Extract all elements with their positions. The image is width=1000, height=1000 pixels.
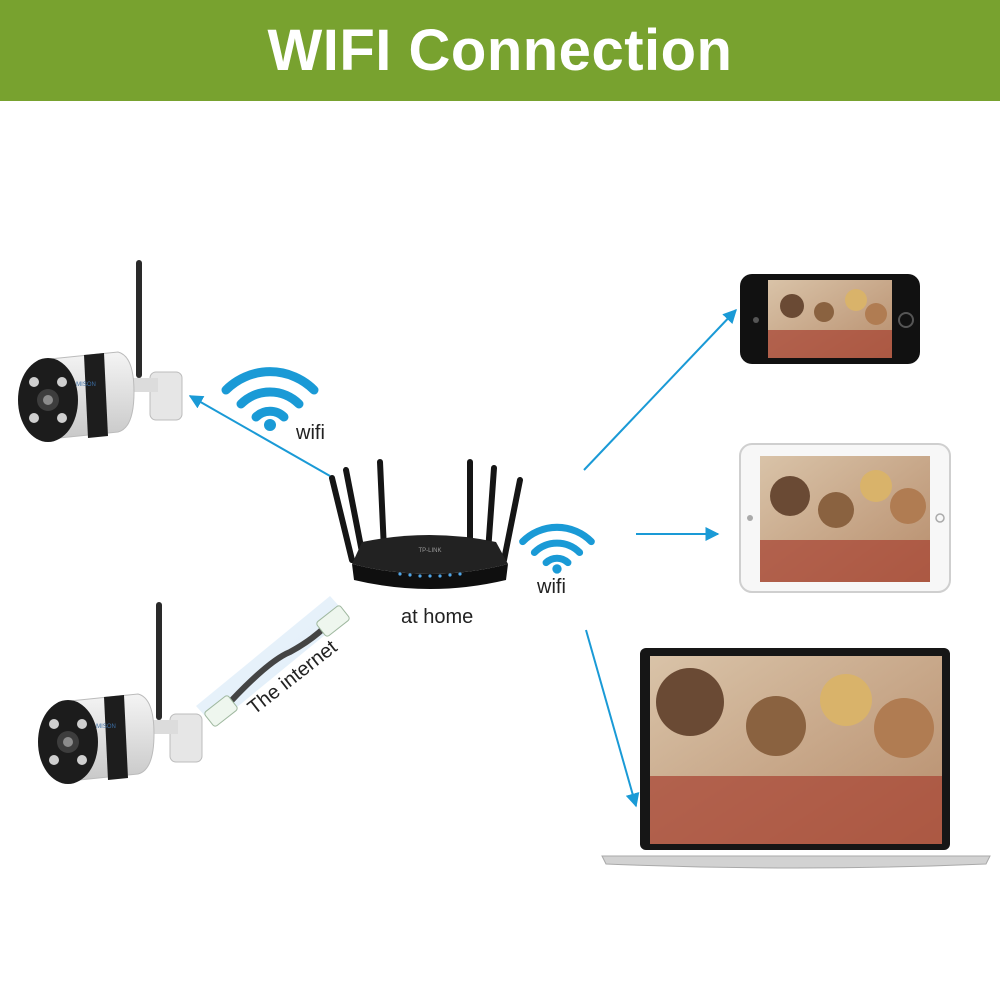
router-brand-text: TP-LINK: [418, 548, 441, 554]
camera-brand-text: MISON: [96, 724, 116, 730]
arrow-router-to-laptop: [585, 629, 640, 808]
camera-wifi-label: wifi: [296, 422, 325, 444]
camera-icon: [38, 602, 203, 784]
ethernet-cable-icon: [196, 596, 350, 727]
router-icon: [329, 459, 523, 589]
phone-icon: [740, 274, 920, 364]
wifi-icon: [221, 367, 319, 431]
arrow-router-to-phone: [583, 308, 737, 471]
camera-brand-text: MISON: [76, 382, 96, 388]
page-title: WIFI Connection: [267, 18, 733, 83]
camera-icon: [18, 260, 183, 442]
tablet-icon: [739, 443, 951, 593]
router-location-label: at home: [401, 606, 474, 628]
header-bar: WIFI Connection: [0, 0, 1000, 101]
router-wifi-label: wifi: [537, 576, 566, 598]
wifi-icon: [519, 523, 595, 574]
arrow-router-to-camera: [188, 395, 331, 477]
laptop-icon: [601, 648, 991, 869]
